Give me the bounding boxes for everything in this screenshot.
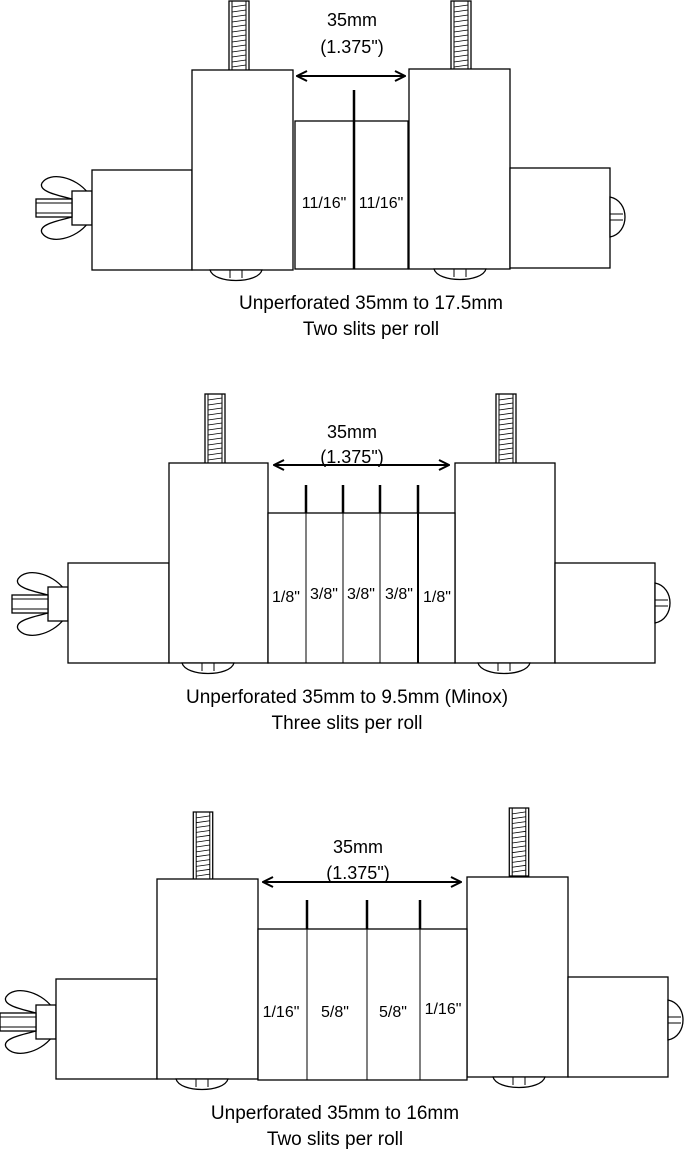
screw-head-icon (667, 999, 684, 1041)
strip-label: 1/16" (425, 1001, 462, 1018)
right-stud-icon (508, 807, 530, 877)
left-shaft-block (55, 978, 158, 1080)
strip-label: 1/16" (263, 1004, 300, 1021)
caption-line-1: Unperforated 35mm to 9.5mm (Minox) (186, 687, 508, 708)
slitter-diagram-1: 35mm (1.375") 11/16" 11/16" Unperforated… (35, 0, 626, 340)
dimension-metric: 35mm (327, 10, 377, 30)
dimension-imperial: (1.375") (320, 447, 383, 467)
right-shaft-block (509, 167, 611, 269)
bottom-screw-icon (175, 1078, 229, 1091)
caption-line-2: Two slits per roll (267, 1129, 403, 1150)
strip-label: 3/8" (385, 586, 413, 603)
right-clamp-block (454, 462, 556, 664)
strip-label: 5/8" (379, 1004, 407, 1021)
strip-label: 3/8" (310, 586, 338, 603)
strip-label: 1/8" (272, 589, 300, 606)
right-shaft-block (567, 976, 669, 1078)
bottom-screw-icon (492, 1076, 546, 1089)
slitter-diagram-2: 35mm (1.375") 1/8" 3/8" 3/8" 3/8" 1/8" U… (11, 393, 671, 734)
film-strip-area (267, 512, 456, 664)
bottom-screw-icon (181, 662, 235, 675)
bottom-screw-icon (209, 269, 263, 282)
wing-nut-icon (35, 176, 93, 240)
left-shaft-block (91, 169, 193, 271)
left-clamp-block (168, 462, 269, 664)
right-stud-icon (495, 393, 517, 465)
bottom-screw-icon (433, 268, 487, 281)
film-strip-area (294, 120, 409, 270)
dimension-imperial: (1.375") (326, 863, 389, 883)
right-stud-icon (450, 0, 472, 72)
caption-line-2: Three slits per roll (272, 713, 423, 734)
screw-head-icon (609, 196, 626, 238)
bottom-screw-icon (477, 662, 531, 675)
right-clamp-block (408, 68, 511, 270)
film-strip-area (257, 928, 468, 1081)
dimension-metric: 35mm (327, 422, 377, 442)
left-stud-icon (192, 811, 214, 881)
caption-line-1: Unperforated 35mm to 17.5mm (239, 293, 503, 314)
right-shaft-block (554, 562, 656, 664)
left-stud-icon (204, 393, 226, 465)
caption-line-1: Unperforated 35mm to 16mm (211, 1103, 459, 1124)
dimension-imperial: (1.375") (320, 37, 383, 57)
left-stud-icon (228, 0, 250, 72)
strip-label: 5/8" (321, 1004, 349, 1021)
right-clamp-block (466, 876, 569, 1078)
screw-head-icon (654, 582, 671, 624)
left-clamp-block (191, 69, 294, 271)
strip-label: 1/8" (423, 589, 451, 606)
dimension-metric: 35mm (333, 837, 383, 857)
wing-nut-icon (0, 990, 57, 1054)
left-shaft-block (67, 562, 170, 664)
left-clamp-block (156, 878, 259, 1080)
wing-nut-icon (11, 572, 69, 636)
strip-label: 11/16" (359, 195, 404, 212)
caption-line-2: Two slits per roll (303, 319, 439, 340)
strip-label: 3/8" (347, 586, 375, 603)
slitter-diagram-3: 35mm (1.375") 1/16" 5/8" 5/8" 1/16" Unpe… (0, 807, 684, 1150)
strip-label: 11/16" (302, 195, 347, 212)
